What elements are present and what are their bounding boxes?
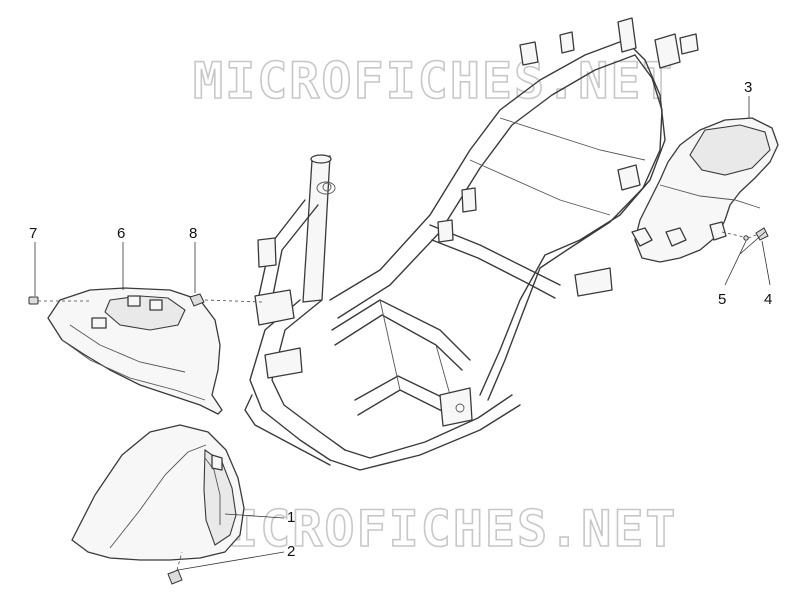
part-8-clip[interactable] bbox=[189, 293, 263, 307]
leader-lines bbox=[34, 96, 771, 571]
watermark-bottom: MICROFICHES.NET bbox=[196, 500, 678, 558]
callout-5: 5 bbox=[718, 291, 726, 308]
scooter-frame[interactable] bbox=[244, 17, 699, 471]
watermark-top: MICROFICHES.NET bbox=[193, 52, 675, 110]
part-7-screw[interactable] bbox=[28, 296, 90, 305]
callout-4: 4 bbox=[764, 291, 772, 308]
callout-2: 2 bbox=[287, 543, 295, 560]
part-1-front-mudguard[interactable] bbox=[71, 424, 245, 561]
callout-7: 7 bbox=[29, 225, 37, 242]
part-3-rear-mudguard[interactable] bbox=[631, 117, 779, 263]
callout-1: 1 bbox=[287, 509, 295, 526]
part-5-washer[interactable] bbox=[721, 231, 757, 241]
part-6-front-shield[interactable] bbox=[47, 287, 223, 415]
part-2-screw[interactable] bbox=[167, 551, 183, 585]
callout-8: 8 bbox=[189, 225, 197, 242]
callout-3: 3 bbox=[744, 79, 752, 96]
callout-6: 6 bbox=[117, 225, 125, 242]
